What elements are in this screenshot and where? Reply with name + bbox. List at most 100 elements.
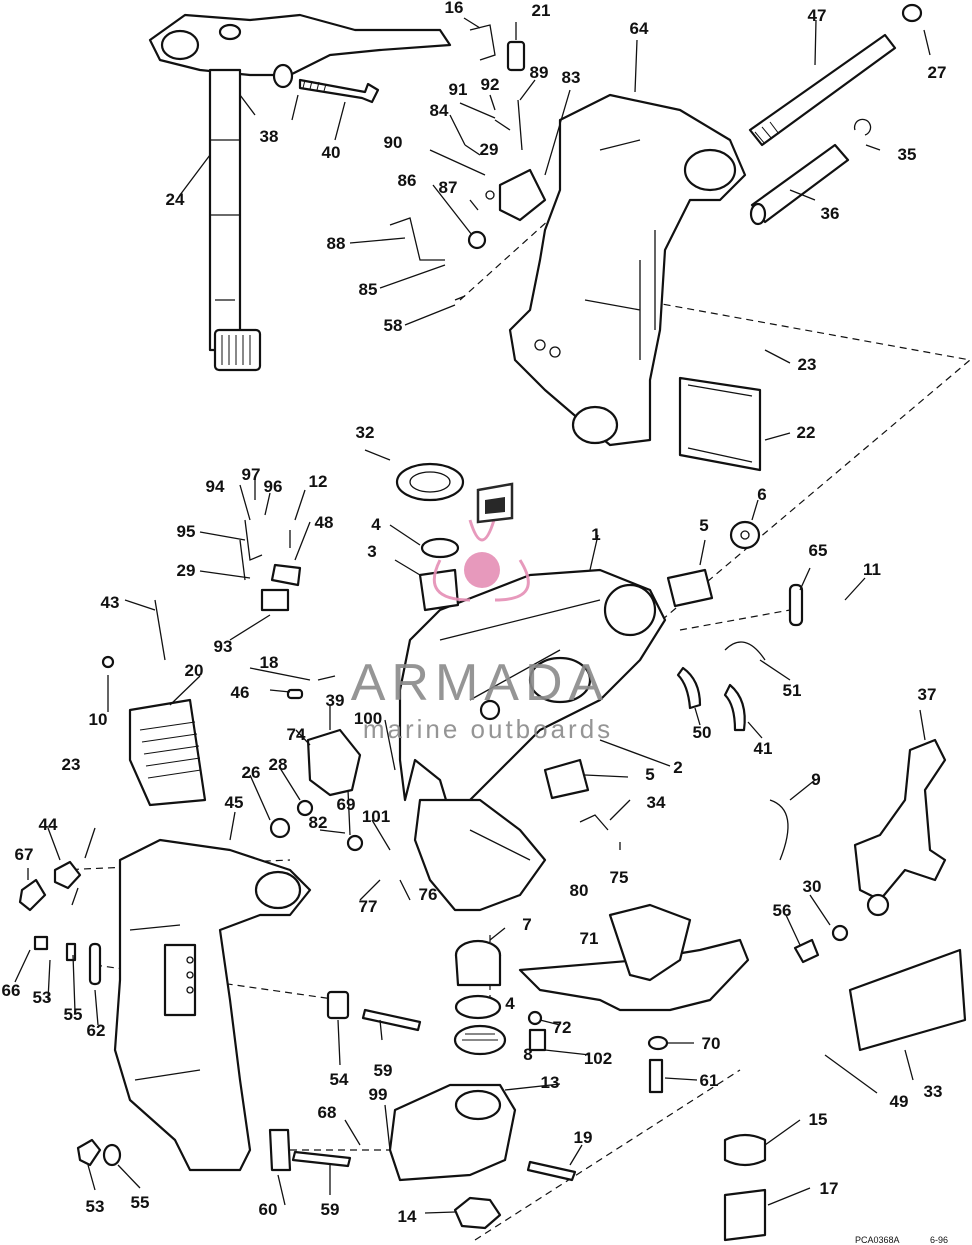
callout-12: 12 [309, 472, 328, 491]
callout-67: 67 [15, 845, 34, 864]
callout-leader-lines [14, 17, 931, 1214]
callout-71: 71 [580, 929, 599, 948]
callout-65: 65 [809, 541, 828, 560]
small-electrical-parts [101, 519, 302, 669]
callout-21: 21 [532, 1, 551, 20]
callout-51: 51 [783, 681, 802, 700]
right-hardware [579, 583, 967, 1242]
tilt-lever [769, 738, 947, 917]
callout-24: 24 [166, 190, 185, 209]
callout-10: 10 [89, 710, 108, 729]
callout-99: 99 [369, 1085, 388, 1104]
callout-11: 11 [863, 560, 881, 579]
callout-30: 30 [803, 877, 822, 896]
callout-77: 77 [359, 897, 378, 916]
washer-and-bolt [272, 63, 380, 104]
callout-58: 58 [384, 316, 403, 335]
callout-35: 35 [898, 145, 917, 164]
callout-97: 97 [242, 465, 261, 484]
callout-59: 59 [374, 1061, 393, 1080]
callout-19: 19 [574, 1128, 593, 1147]
callout-69: 69 [337, 795, 356, 814]
callout-38: 38 [260, 127, 279, 146]
callout-41: 41 [754, 739, 773, 758]
callout-4: 4 [371, 515, 381, 534]
callout-83: 83 [562, 68, 581, 87]
callout-84: 84 [430, 101, 449, 120]
callout-22: 22 [797, 423, 816, 442]
callout-86: 86 [398, 171, 417, 190]
callout-94: 94 [206, 477, 225, 496]
callout-60: 60 [259, 1200, 278, 1219]
callout-74: 74 [287, 725, 306, 744]
callout-66: 66 [2, 981, 21, 1000]
callout-95: 95 [177, 522, 196, 541]
callout-29: 29 [480, 140, 499, 159]
callout-4: 4 [505, 994, 515, 1013]
callout-85: 85 [359, 280, 378, 299]
callout-82: 82 [309, 813, 328, 832]
callout-72: 72 [553, 1018, 572, 1037]
lower-swivel-parts [388, 939, 577, 1230]
callout-101: 101 [362, 807, 390, 826]
callout-62: 62 [87, 1021, 106, 1040]
callout-34: 34 [647, 793, 666, 812]
grille-cover [128, 698, 207, 807]
callout-32: 32 [356, 423, 375, 442]
callout-9: 9 [811, 770, 820, 789]
callout-2: 2 [673, 758, 682, 777]
drawing-date: 6-96 [930, 1235, 948, 1245]
callout-29: 29 [177, 561, 196, 580]
callout-6: 6 [757, 485, 766, 504]
watermark-logo: ARMADA marine outboards [351, 482, 613, 744]
callout-13: 13 [541, 1073, 560, 1092]
center-hardware [268, 675, 422, 1172]
callout-55: 55 [131, 1193, 150, 1212]
callout-100: 100 [354, 709, 382, 728]
trim-plate [518, 903, 750, 1012]
callout-102: 102 [584, 1049, 612, 1068]
callout-87: 87 [439, 178, 458, 197]
callout-39: 39 [326, 691, 345, 710]
callout-88: 88 [327, 234, 346, 253]
callout-43: 43 [101, 593, 120, 612]
drawing-code: PCA0368A [855, 1235, 900, 1245]
callout-15: 15 [809, 1110, 828, 1129]
callout-49: 49 [890, 1092, 909, 1111]
swivel-bracket [398, 568, 667, 912]
watermark-brand: ARMADA [351, 654, 609, 712]
callout-53: 53 [86, 1197, 105, 1216]
callout-90: 90 [384, 133, 403, 152]
callout-93: 93 [214, 637, 233, 656]
callout-75: 75 [610, 868, 629, 887]
callout-45: 45 [225, 793, 244, 812]
callout-5: 5 [699, 516, 708, 535]
callout-68: 68 [318, 1103, 337, 1122]
callout-8: 8 [523, 1045, 532, 1064]
stern-bracket-right [508, 93, 747, 447]
callout-23: 23 [62, 755, 81, 774]
callout-40: 40 [322, 143, 341, 162]
callout-3: 3 [367, 542, 376, 561]
callout-33: 33 [924, 1082, 943, 1101]
callout-28: 28 [269, 755, 288, 774]
callout-61: 61 [700, 1071, 719, 1090]
watermark-tagline: marine outboards [363, 714, 613, 744]
bracket-plate [678, 376, 762, 472]
callout-36: 36 [821, 204, 840, 223]
callout-92: 92 [481, 75, 500, 94]
callout-55: 55 [64, 1005, 83, 1024]
callout-80: 80 [570, 881, 589, 900]
callout-5: 5 [645, 765, 654, 784]
callout-7: 7 [522, 915, 531, 934]
callout-76: 76 [419, 885, 438, 904]
callout-53: 53 [33, 988, 52, 1007]
callout-37: 37 [918, 685, 937, 704]
callout-54: 54 [330, 1070, 349, 1089]
callout-16: 16 [445, 0, 464, 17]
left-hardware [18, 860, 122, 1167]
callout-23: 23 [798, 355, 817, 374]
callout-56: 56 [773, 901, 792, 920]
callout-89: 89 [530, 63, 549, 82]
